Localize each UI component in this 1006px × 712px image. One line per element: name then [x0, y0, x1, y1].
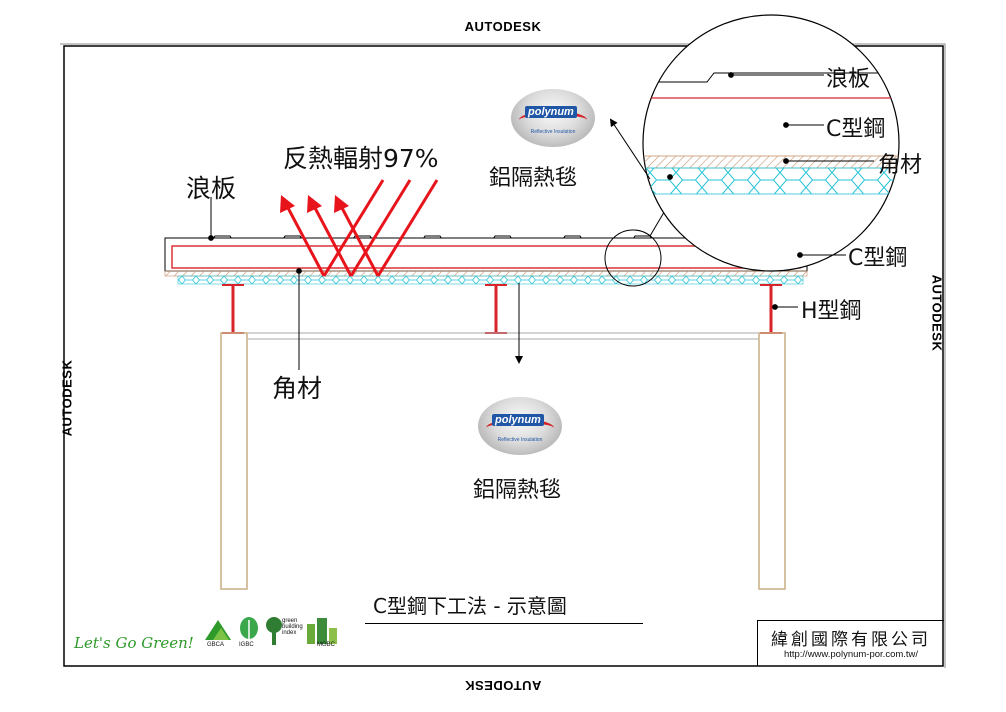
- label-insulation-bottom: 鋁隔熱毯: [473, 478, 562, 503]
- label-corrugated-sheet-detail: 浪板: [826, 67, 871, 92]
- diagram-title: C型鋼下工法 - 示意圖: [373, 594, 567, 618]
- company-url[interactable]: http://www.polynum-por.com.tw/: [783, 649, 919, 660]
- gbca-logo: GBCA: [203, 616, 233, 648]
- gbca-logo-label: GBCA: [207, 642, 225, 648]
- autodesk-watermark-top: AUTODESK: [464, 19, 542, 34]
- label-angle-detail: 角材: [878, 153, 923, 178]
- drawing-frame: [60, 43, 946, 668]
- reflection-arrows: [280, 179, 439, 277]
- title-underline: [365, 623, 643, 624]
- leader-lines: [208, 72, 874, 370]
- igbc-logo: IGBC: [237, 616, 261, 648]
- green-building-index-label: green building index: [282, 618, 303, 636]
- label-h-steel: H型鋼: [801, 299, 862, 324]
- label-corrugated-sheet-main: 浪板: [186, 174, 237, 203]
- label-c-steel-detail: C型鋼: [826, 117, 886, 142]
- badge-tagline-top: Reflective Insulation: [530, 129, 576, 135]
- label-reflect-note: 反熱輻射97%: [283, 144, 439, 173]
- green-building-index-logo: green building index: [264, 616, 303, 650]
- detail-callout: [604, 14, 900, 287]
- green-slogan: Let's Go Green!: [74, 634, 194, 652]
- polynum-badge-bottom: polynum Reflective Insulation: [478, 397, 562, 455]
- mgbc-logo-label: MGBC: [317, 642, 335, 648]
- badge-brand-top: polynum: [525, 106, 577, 118]
- label-insulation-top: 鋁隔熱毯: [489, 166, 578, 191]
- mgbc-logo: MGBC: [303, 616, 343, 650]
- beam-and-columns: [220, 332, 786, 590]
- badge-brand-bottom: polynum: [492, 414, 544, 426]
- label-c-steel-main: C型鋼: [848, 246, 908, 271]
- polynum-badge-top: polynum Reflective Insulation: [511, 89, 595, 147]
- igbc-logo-label: IGBC: [239, 642, 254, 648]
- badge-tagline-bottom: Reflective Insulation: [497, 437, 543, 443]
- h-steel-post-left: [222, 284, 244, 334]
- h-steel-post-middle: [485, 284, 507, 334]
- h-steel-post-right: [760, 284, 782, 334]
- company-name: 緯創國際有限公司: [771, 630, 931, 650]
- label-angle-main: 角材: [272, 374, 323, 403]
- company-info-box: 緯創國際有限公司 http://www.polynum-por.com.tw/: [757, 620, 944, 666]
